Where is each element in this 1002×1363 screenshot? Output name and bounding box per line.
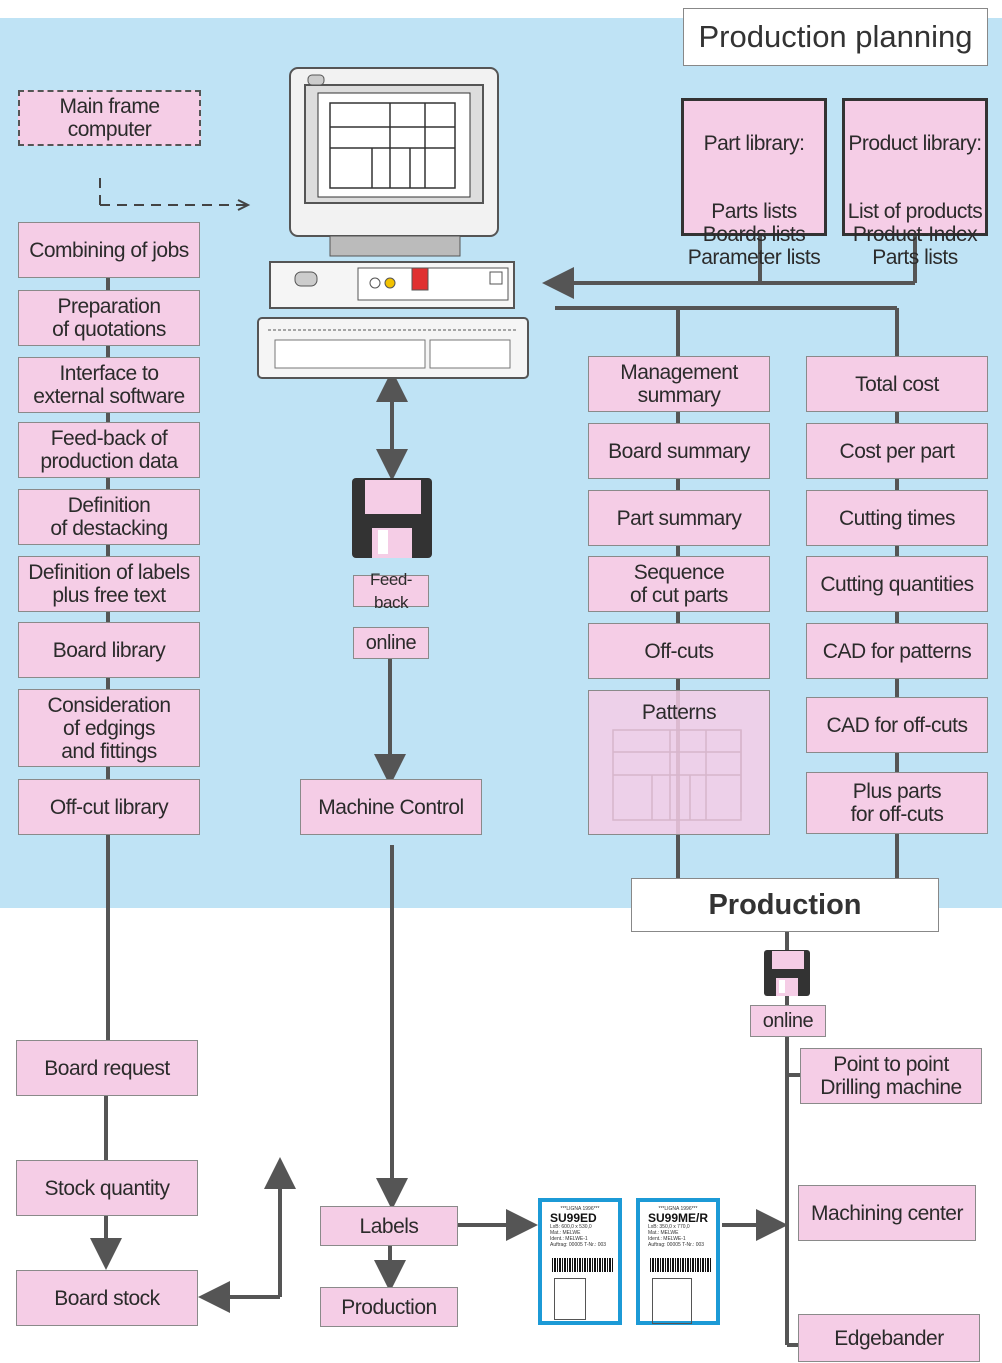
part-shape-icon <box>652 1278 692 1324</box>
label-card-code: SU99ME/R <box>648 1211 709 1225</box>
patterns-label: Patterns <box>641 701 717 724</box>
labels-box: Labels <box>320 1206 458 1246</box>
management-summary-box: Management summary <box>588 356 770 412</box>
definition-labels-box: Definition of labels plus free text <box>18 556 200 612</box>
cost-per-part-box: Cost per part <box>806 423 988 479</box>
product-library-title: Product library: <box>848 132 982 155</box>
production-box: Production <box>320 1287 458 1327</box>
label-card-meta: LxB: 600,0 x 530,0 Mat.: MELWE Ident.: M… <box>550 1224 607 1248</box>
feedback-box: Feed-back <box>353 570 429 612</box>
barcode-icon <box>650 1258 712 1272</box>
patterns-box: Patterns <box>588 690 770 835</box>
machining-center-box: Machining center <box>798 1185 976 1241</box>
production-header: Production <box>631 878 939 932</box>
edgebander-box: Edgebander <box>798 1314 980 1362</box>
part-library-box: Part library: Parts lists Boards lists P… <box>681 98 827 269</box>
cad-offcuts-box: CAD for off-cuts <box>806 697 988 753</box>
barcode-icon <box>552 1258 614 1272</box>
board-library-box: Board library <box>18 622 200 678</box>
part-summary-box: Part summary <box>588 490 770 546</box>
cutting-quantities-box: Cutting quantities <box>806 556 988 612</box>
board-stock-box: Board stock <box>16 1270 198 1326</box>
definition-destacking-box: Definition of destacking <box>18 489 200 545</box>
plus-parts-offcuts-box: Plus parts for off-cuts <box>806 772 988 834</box>
cutting-times-box: Cutting times <box>806 490 988 546</box>
board-summary-box: Board summary <box>588 423 770 479</box>
combining-of-jobs-box: Combining of jobs <box>18 222 200 278</box>
total-cost-box: Total cost <box>806 356 988 412</box>
online-box: online <box>353 627 429 659</box>
interface-external-software-box: Interface to external software <box>18 357 200 413</box>
part-library-items: Parts lists Boards lists Parameter lists <box>687 200 821 269</box>
small-floppy-disk-icon <box>764 950 810 996</box>
offcut-library-box: Off-cut library <box>18 779 200 835</box>
stock-quantity-box: Stock quantity <box>16 1160 198 1216</box>
drilling-machine-box: Point to point Drilling machine <box>800 1048 982 1104</box>
product-library-items: List of products Product-Index Parts lis… <box>847 200 983 269</box>
sequence-cut-parts-box: Sequence of cut parts <box>588 556 770 612</box>
mainframe-computer-box: Main frame computer <box>18 90 201 146</box>
machine-control-box: Machine Control <box>300 779 482 835</box>
preparation-of-quotations-box: Preparation of quotations <box>18 290 200 346</box>
label-card-1: ***LIGNA 1996*** SU99ED LxB: 600,0 x 530… <box>538 1198 622 1325</box>
part-shape-icon <box>554 1278 586 1320</box>
label-card-header: ***LIGNA 1996*** <box>658 1206 698 1212</box>
label-card-2: ***LIGNA 1996*** SU99ME/R LxB: 350,0 x 7… <box>636 1198 720 1325</box>
feedback-production-data-box: Feed-back of production data <box>18 422 200 478</box>
label-card-meta: LxB: 350,0 x 770,0 Mat.: MELWE Ident.: M… <box>648 1224 705 1248</box>
online-production-box: online <box>750 1005 826 1037</box>
cad-patterns-box: CAD for patterns <box>806 623 988 679</box>
offcuts-box: Off-cuts <box>588 623 770 679</box>
label-card-header: ***LIGNA 1996*** <box>560 1206 600 1212</box>
part-library-title: Part library: <box>703 132 805 155</box>
board-request-box: Board request <box>16 1040 198 1096</box>
consideration-edgings-box: Consideration of edgings and fittings <box>18 689 200 767</box>
product-library-box: Product library: List of products Produc… <box>842 98 988 269</box>
production-planning-header: Production planning <box>683 8 988 66</box>
label-card-code: SU99ED <box>550 1211 597 1225</box>
